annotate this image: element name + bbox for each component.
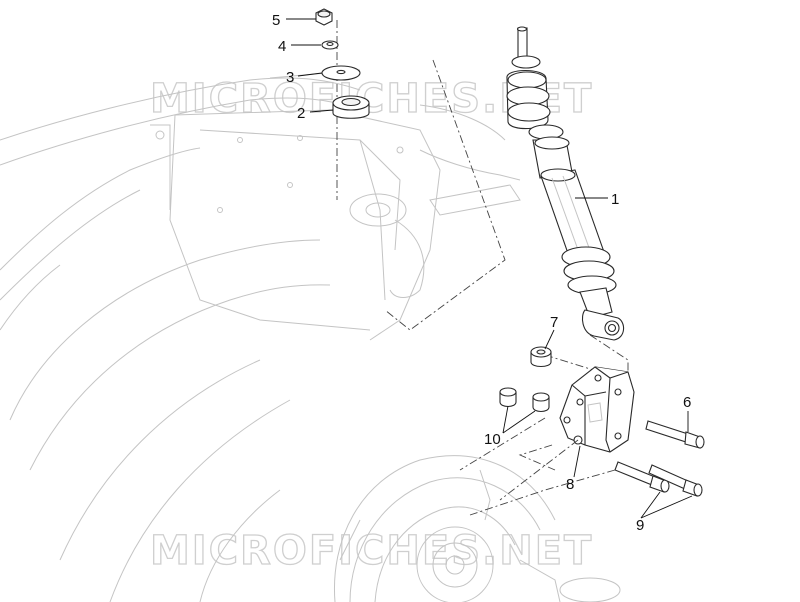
part-2-rubber-bushing [332, 95, 370, 119]
callout-2: 2 [297, 105, 305, 122]
callout-10: 10 [484, 431, 501, 448]
spacer-guide [544, 354, 601, 373]
watermark-bottom: MICROFICHES.NET [150, 528, 593, 574]
part-9-bolts [614, 461, 703, 497]
part-1-shock-absorber [506, 26, 625, 341]
callout-1: 1 [611, 191, 619, 208]
callout-8: 8 [566, 476, 574, 493]
part-3-plate-washer [321, 65, 361, 81]
bracket-hub-guide-4 [518, 444, 556, 471]
bracket-hub-guide-3 [469, 469, 616, 516]
leader-lines [286, 18, 693, 519]
callout-7: 7 [550, 314, 558, 331]
part-8-lower-bracket [559, 366, 635, 453]
callout-6: 6 [683, 394, 691, 411]
bracket-hub-guide-1 [459, 417, 546, 471]
vehicle-frame-outline [0, 69, 521, 602]
callout-9: 9 [636, 517, 644, 534]
part-5-nut [315, 8, 333, 26]
lower-eye-guide [589, 334, 629, 375]
part-6-long-bolt [645, 420, 705, 449]
callout-5: 5 [272, 12, 280, 29]
part-4-washer [321, 40, 339, 50]
bracket-hub-guide-2 [499, 439, 579, 501]
part-7-spacer [530, 346, 552, 368]
callout-4: 4 [278, 38, 286, 55]
callout-3: 3 [286, 69, 294, 86]
